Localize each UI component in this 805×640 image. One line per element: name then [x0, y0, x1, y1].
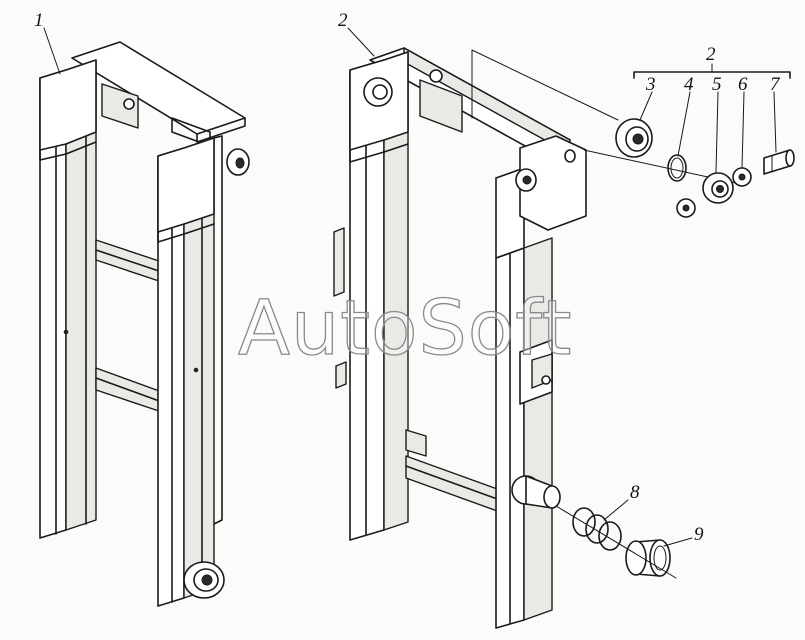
outer-right-rail — [157, 135, 223, 607]
outer-top-bracket — [101, 83, 139, 129]
part-6-washer — [732, 167, 752, 187]
part-9-bushing — [555, 505, 677, 579]
inner-right-post — [495, 135, 587, 629]
part-5-washer — [676, 198, 696, 218]
callout-2-frame: 2 — [338, 10, 348, 31]
callout-3: 3 — [645, 74, 656, 95]
callout-labels: 1 2 2 3 4 5 6 7 8 9 — [34, 10, 781, 545]
part-5-roller — [702, 172, 734, 204]
leader-lines — [43, 27, 777, 547]
part-3-bearing — [615, 118, 653, 158]
part-4-snap-ring — [667, 154, 687, 182]
inner-mast-frame — [333, 47, 587, 629]
watermark-text: AutoSoft — [238, 283, 572, 372]
callout-6: 6 — [738, 74, 748, 95]
callout-8: 8 — [630, 482, 640, 503]
inner-lower-crossmember — [405, 455, 501, 513]
part-7-axle-pin — [763, 149, 795, 175]
callout-2-group: 2 — [706, 44, 716, 65]
outer-bottom-roller — [183, 561, 225, 599]
outer-left-rail — [39, 59, 97, 539]
callout-5: 5 — [712, 74, 722, 95]
callout-4: 4 — [684, 74, 694, 95]
part-8-sealing-rings — [572, 507, 622, 551]
callout-7: 7 — [770, 74, 781, 95]
outer-top-pulley — [226, 148, 250, 176]
outer-top-crossplate — [71, 41, 246, 135]
callout-9: 9 — [694, 524, 704, 545]
outer-mast-frame — [39, 41, 250, 607]
inner-left-post — [333, 51, 427, 541]
callout-1: 1 — [34, 10, 44, 31]
exploded-roller-assembly — [471, 49, 795, 218]
outer-cross-ties — [95, 239, 163, 413]
